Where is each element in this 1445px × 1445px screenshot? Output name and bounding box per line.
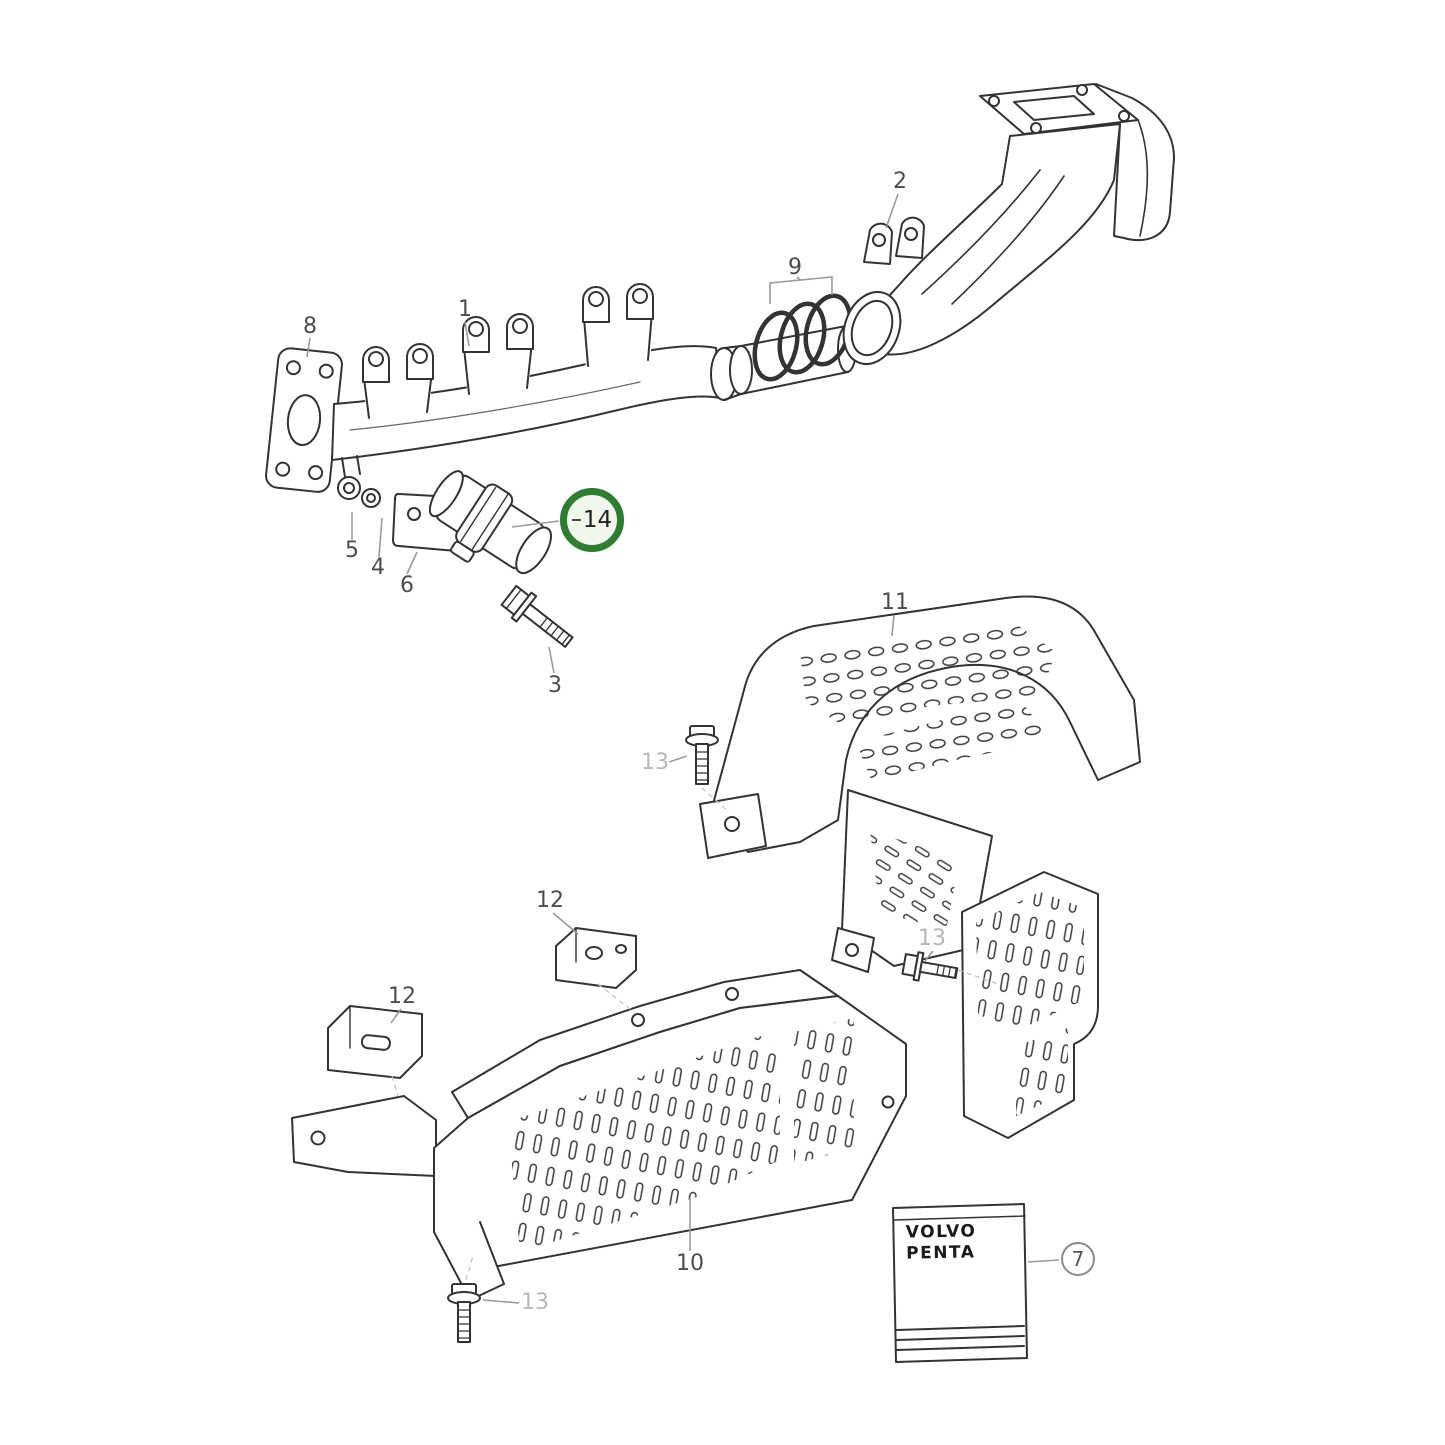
bolt-3-illustration — [500, 584, 574, 648]
exhaust-flange-illustration — [265, 347, 343, 493]
part-label-9[interactable]: 9 — [788, 255, 802, 280]
part-label-4[interactable]: 4 — [371, 555, 385, 580]
manifold-pipe-illustration — [331, 283, 857, 461]
part-label-13-upper[interactable]: 13 — [641, 750, 669, 775]
exhaust-clamp-illustration — [428, 470, 552, 575]
part-label-1[interactable]: 1 — [458, 297, 472, 322]
brand-line-volvo: VOLVO — [905, 1221, 977, 1243]
upper-heat-shield-illustration — [699, 595, 1141, 973]
part-label-11[interactable]: 11 — [881, 590, 909, 615]
stub-and-washer-illustration — [337, 455, 381, 508]
manifold-assembly-illustration — [265, 83, 1175, 648]
lower-heat-shield-illustration — [291, 871, 1099, 1301]
bolt-13-lower-illustration — [447, 1283, 481, 1343]
part-label-2[interactable]: 2 — [893, 169, 907, 194]
riser-elbow-illustration — [842, 83, 1175, 365]
part-label-3[interactable]: 3 — [548, 673, 562, 698]
part-label-8[interactable]: 8 — [303, 314, 317, 339]
heat-shield-assembly-illustration — [291, 595, 1141, 1363]
volvo-penta-kit-box-illustration — [892, 1203, 1028, 1363]
part-label-12-upper[interactable]: 12 — [536, 888, 564, 913]
part-label-6[interactable]: 6 — [400, 573, 414, 598]
part-label-13-lower[interactable]: 13 — [521, 1290, 549, 1315]
brand-line-penta: PENTA — [906, 1242, 976, 1264]
volvo-penta-brand-text: VOLVO PENTA — [906, 1221, 977, 1265]
bracket-12-lower-illustration — [327, 1005, 423, 1079]
part-label-7-circled[interactable]: 7 — [1061, 1242, 1095, 1276]
assembly-guide-lines — [391, 787, 999, 1281]
part-label-13-middle[interactable]: 13 — [918, 926, 946, 951]
part-label-10[interactable]: 10 — [676, 1251, 704, 1276]
part-label-14-highlighted[interactable]: 14 — [560, 488, 624, 552]
part-label-12-lower[interactable]: 12 — [388, 984, 416, 1009]
bolt-13-upper-illustration — [685, 725, 719, 785]
bracket-12-upper-illustration — [555, 927, 637, 989]
part-label-5[interactable]: 5 — [345, 538, 359, 563]
bolt-13-middle-illustration — [901, 951, 959, 982]
callout-leader-lines — [306, 193, 1060, 1304]
